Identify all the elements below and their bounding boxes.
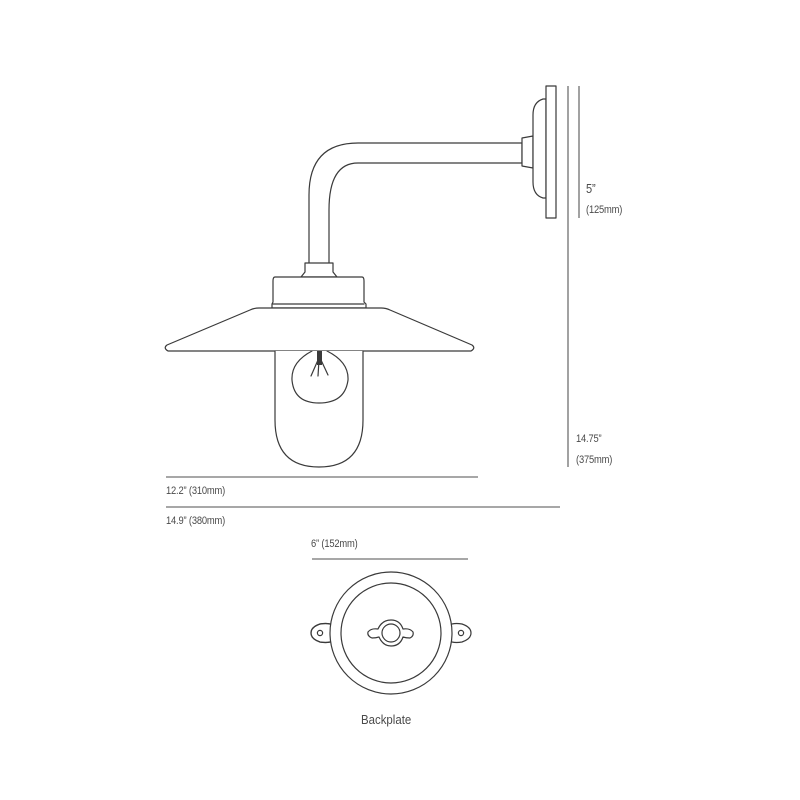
- glass-enclosure: [274, 350, 364, 468]
- shade-width-label: 12.2” (310mm): [166, 485, 226, 497]
- backplate-profile: [545, 85, 557, 219]
- backplate-diameter-label: 6” (152mm): [311, 538, 358, 550]
- neck-fitting: [300, 262, 338, 278]
- arm-collar: [521, 135, 534, 169]
- total-height-metric: (375mm): [576, 454, 613, 466]
- backplate-caption: Backplate: [361, 712, 412, 727]
- light-bulb: [291, 350, 349, 404]
- wall-mount-bulge: [532, 98, 547, 199]
- lamp-shade: [164, 307, 475, 352]
- cap-housing: [271, 276, 367, 309]
- total-height-imperial: 14.75”: [576, 433, 602, 445]
- backplate-height-imperial: 5”: [586, 181, 596, 196]
- wall-arm: [308, 142, 523, 266]
- backplate-front-view: [310, 571, 472, 695]
- backplate-height-metric: (125mm): [586, 204, 623, 216]
- total-projection-label: 14.9” (380mm): [166, 515, 226, 527]
